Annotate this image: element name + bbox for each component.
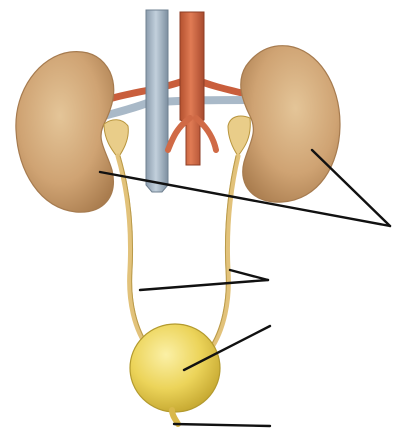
label-line-urethra	[174, 424, 270, 426]
ureter-right	[210, 156, 238, 350]
inferior-vena-cava	[146, 10, 168, 192]
kidney-left	[16, 52, 114, 213]
label-line-ureter	[140, 280, 268, 290]
bladder	[130, 324, 220, 412]
kidney-right	[241, 46, 340, 202]
aorta	[180, 12, 204, 165]
label-line-ureter-tick	[230, 270, 268, 280]
ureter-left	[118, 156, 150, 350]
